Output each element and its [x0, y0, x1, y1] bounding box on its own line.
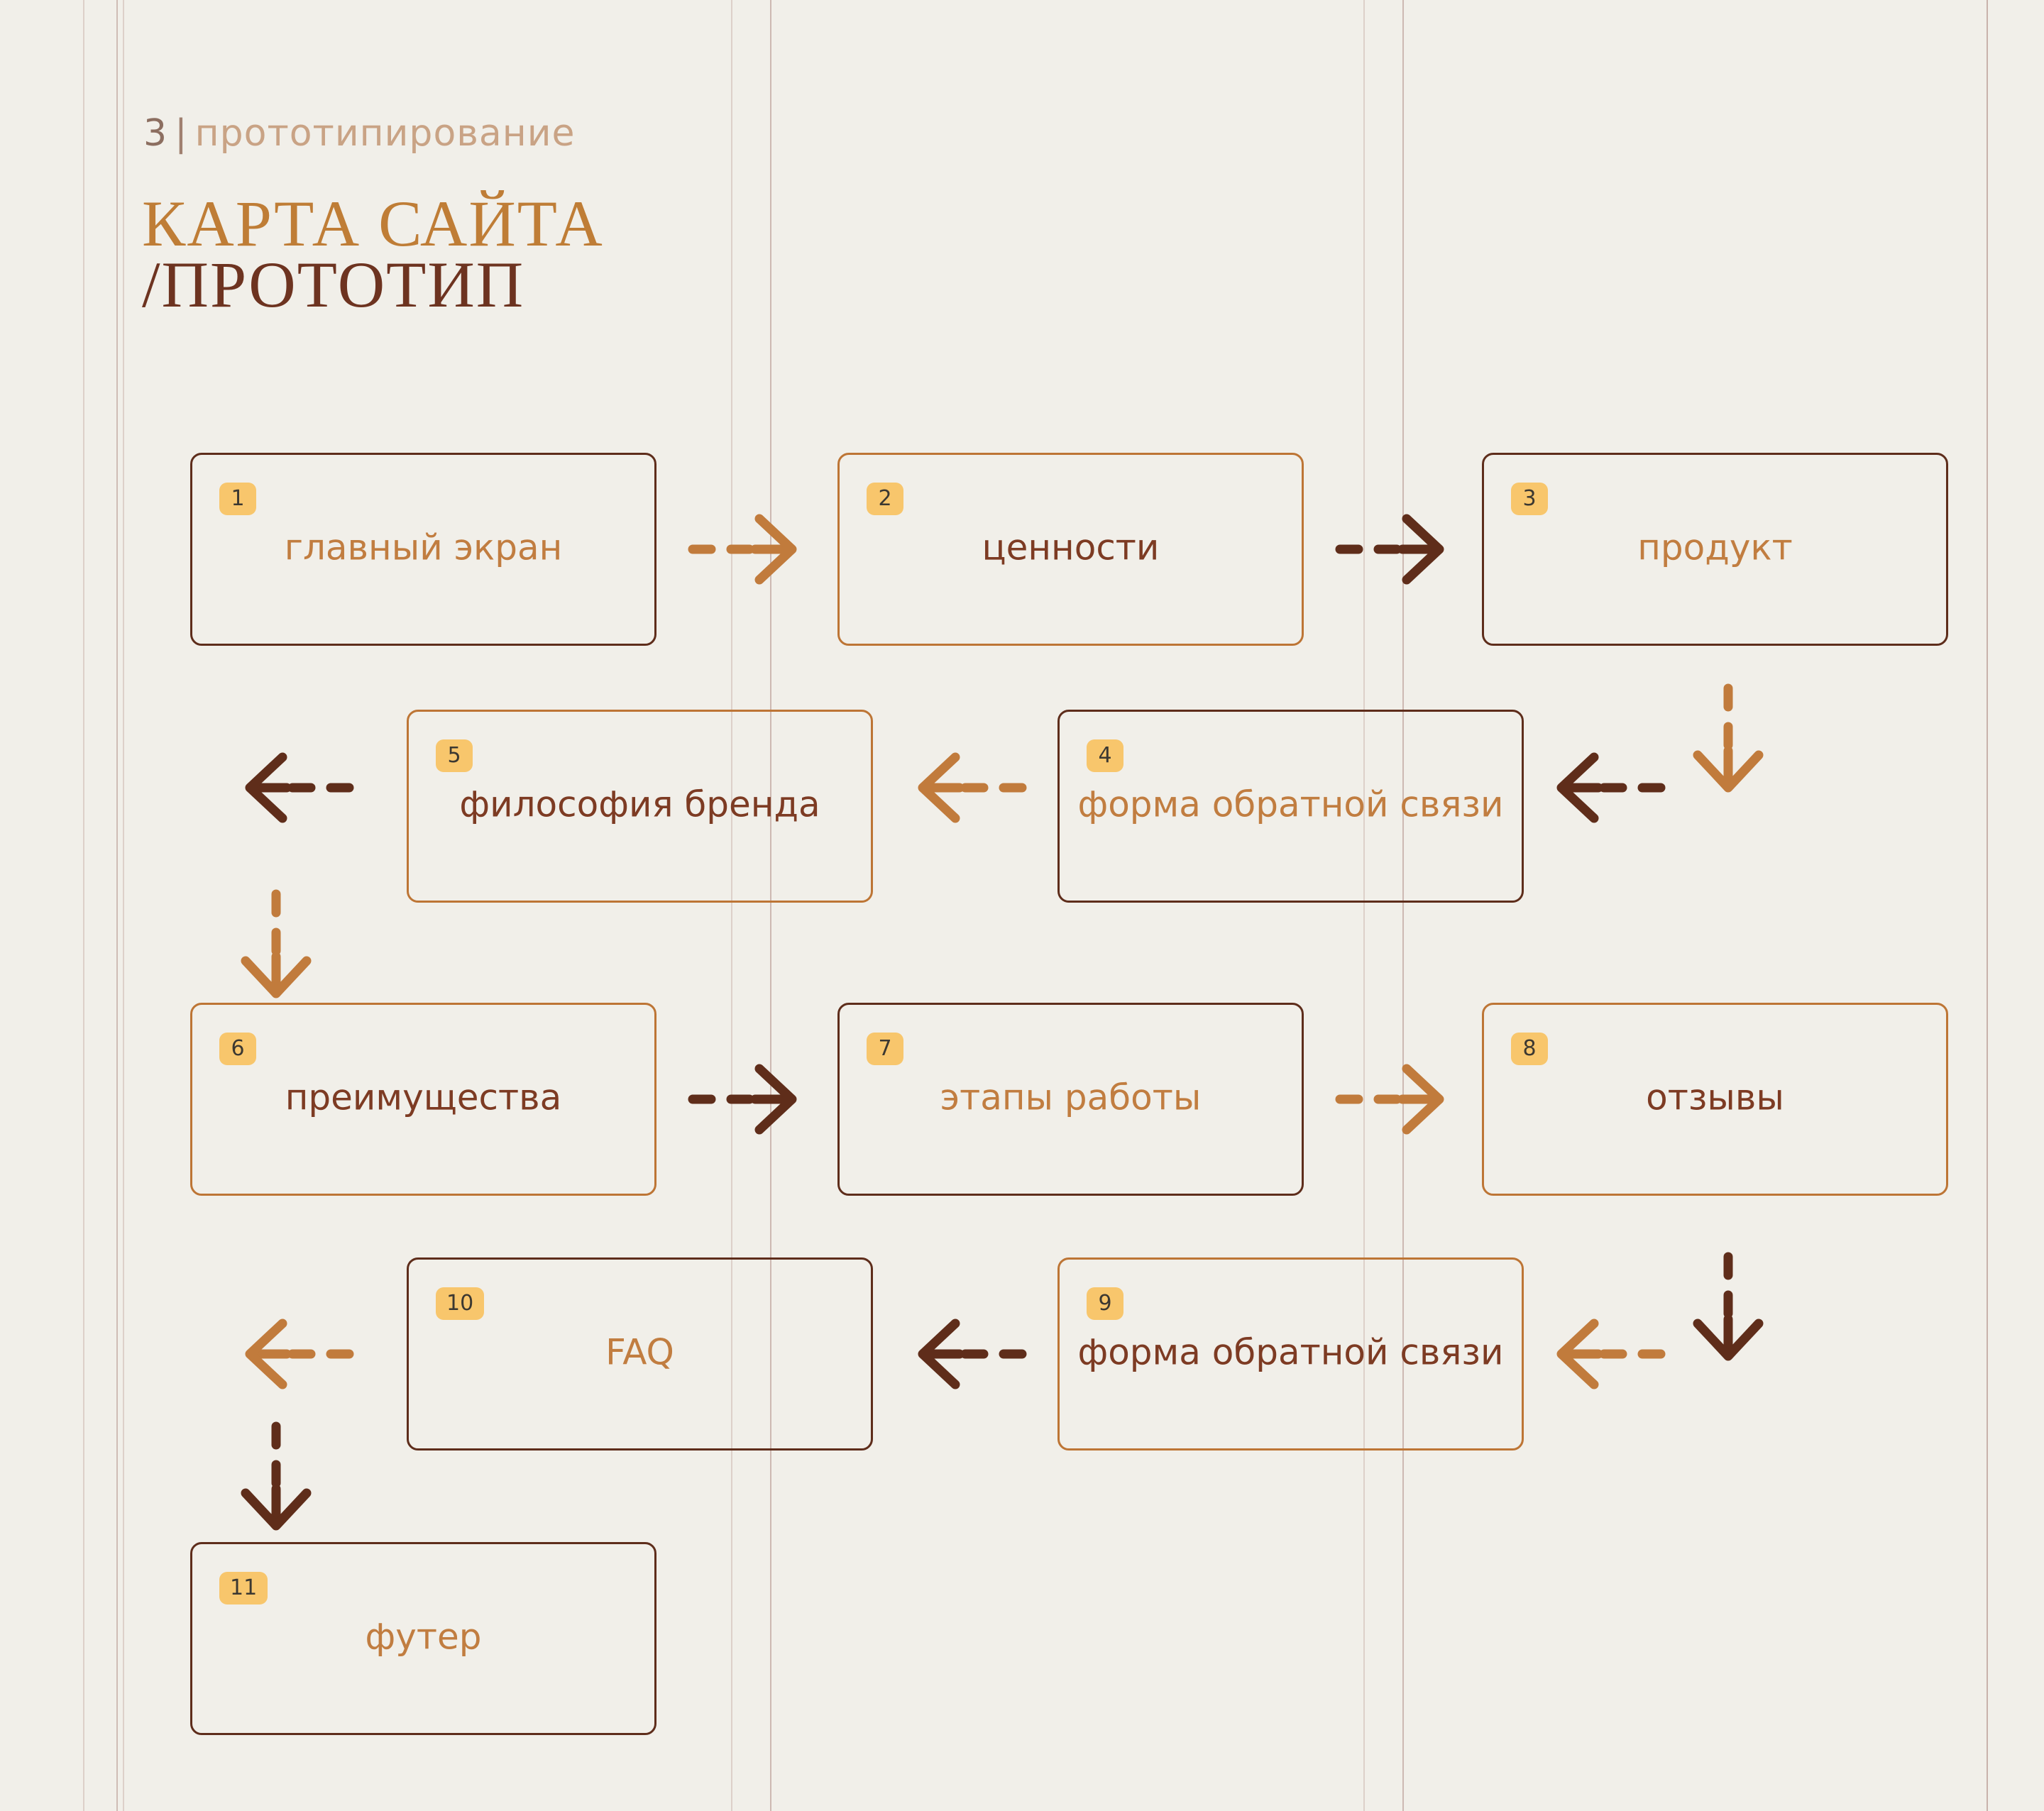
box-number-badge: 8 — [1511, 1033, 1548, 1065]
guide-line — [83, 0, 84, 1811]
arrow-out-of-5-icon — [245, 752, 354, 823]
box-label: философия бренда — [459, 783, 820, 825]
guide-line — [123, 0, 124, 1811]
box-label: этапы работы — [940, 1077, 1202, 1118]
sitemap-box-9: 9 форма обратной связи — [1057, 1257, 1524, 1451]
box-label: продукт — [1637, 527, 1793, 568]
arrow-6-to-7-icon — [688, 1064, 797, 1135]
box-number-badge: 11 — [219, 1572, 268, 1604]
sitemap-box-6: 6 преимущества — [190, 1003, 656, 1196]
guide-line — [1363, 0, 1365, 1811]
box-number-badge: 4 — [1087, 739, 1123, 772]
arrow-out-of-10-icon — [245, 1319, 354, 1389]
guide-line — [731, 0, 732, 1811]
page-title-line1: КАРТА САЙТА — [142, 187, 604, 260]
sitemap-box-2: 2 ценности — [837, 453, 1304, 646]
box-number-badge: 10 — [436, 1287, 485, 1320]
sitemap-box-7: 7 этапы работы — [837, 1003, 1304, 1196]
section-number: 3 — [143, 112, 168, 155]
arrow-4-to-5-icon — [918, 752, 1027, 823]
arrow-1-to-2-icon — [688, 514, 797, 585]
box-number-badge: 3 — [1511, 483, 1548, 515]
arrow-down-3-to-4-icon — [1693, 683, 1764, 793]
sitemap-box-8: 8 отзывы — [1482, 1003, 1948, 1196]
sitemap-box-3: 3 продукт — [1482, 453, 1948, 646]
arrow-down-5-to-6-icon — [241, 889, 312, 998]
guide-line — [1987, 0, 1988, 1811]
guide-line — [770, 0, 771, 1811]
box-label: форма обратной связи — [1077, 1331, 1504, 1373]
arrow-into-4-icon — [1556, 752, 1666, 823]
sitemap-box-11: 11 футер — [190, 1542, 656, 1735]
guide-line — [116, 0, 118, 1811]
box-number-badge: 7 — [867, 1033, 903, 1065]
sitemap-box-10: 10 FAQ — [407, 1257, 873, 1451]
box-number-badge: 1 — [219, 483, 256, 515]
arrow-2-to-3-icon — [1335, 514, 1444, 585]
page-title: КАРТА САЙТА /ПРОТОТИП — [142, 187, 604, 321]
box-label: FAQ — [605, 1331, 674, 1373]
arrow-down-8-to-9-icon — [1693, 1252, 1764, 1361]
box-number-badge: 9 — [1087, 1287, 1123, 1320]
box-label: футер — [365, 1616, 482, 1658]
sitemap-box-4: 4 форма обратной связи — [1057, 710, 1524, 903]
slide-header: 3|прототипирование — [143, 112, 576, 155]
arrow-9-to-10-icon — [918, 1319, 1027, 1389]
box-label: форма обратной связи — [1077, 783, 1504, 825]
page-title-line2: /ПРОТОТИП — [142, 248, 525, 321]
box-number-badge: 2 — [867, 483, 903, 515]
sitemap-box-5: 5 философия бренда — [407, 710, 873, 903]
box-label: главный экран — [284, 527, 563, 568]
guide-line — [1402, 0, 1404, 1811]
box-label: ценности — [982, 527, 1160, 568]
section-label: прототипирование — [194, 112, 576, 155]
arrow-down-10-to-11-icon — [241, 1421, 312, 1531]
sitemap-box-1: 1 главный экран — [190, 453, 656, 646]
box-label: отзывы — [1646, 1077, 1784, 1118]
box-label: преимущества — [285, 1077, 562, 1118]
arrow-7-to-8-icon — [1335, 1064, 1444, 1135]
header-divider: | — [175, 112, 188, 155]
box-number-badge: 5 — [436, 739, 473, 772]
arrow-into-9-icon — [1556, 1319, 1666, 1389]
box-number-badge: 6 — [219, 1033, 256, 1065]
